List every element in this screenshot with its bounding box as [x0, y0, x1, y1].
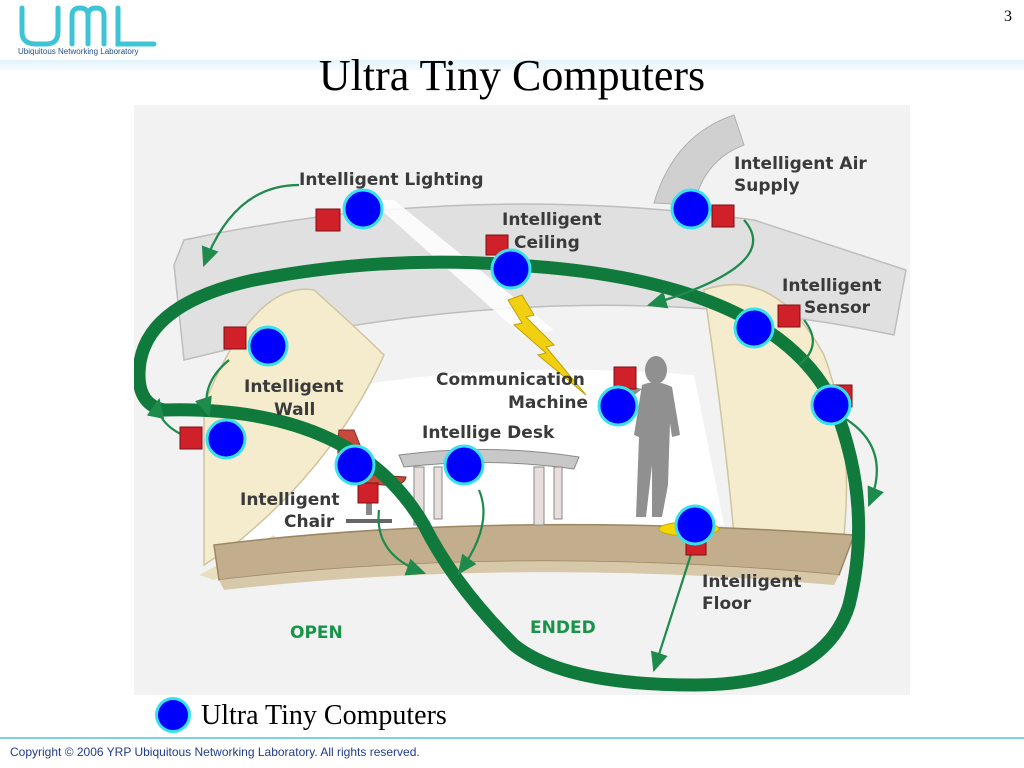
- slide-title: Ultra Tiny Computers: [318, 51, 706, 100]
- computer-dot-lighting: [342, 188, 384, 230]
- label-chair-line1: Intelligent: [240, 490, 340, 510]
- label-chair-line2: Chair: [284, 512, 335, 532]
- page-number: 3: [1004, 8, 1012, 25]
- logo-subtitle: Ubiquitous Networking Laboratory: [18, 47, 139, 56]
- lightning-bolt: [507, 294, 587, 396]
- label-sensor-line2: Sensor: [804, 298, 871, 318]
- copyright-text: Copyright © 2006 YRP Ubiquitous Networki…: [10, 745, 420, 759]
- computer-dot-ceiling: [490, 248, 532, 290]
- legend-label: Ultra Tiny Computers: [201, 700, 447, 731]
- label-ceiling-line1: Intelligent: [502, 210, 602, 230]
- label-communication-line2: Machine: [508, 393, 588, 413]
- label-wall-line2: Wall: [274, 400, 315, 420]
- person-silhouette: [612, 356, 680, 517]
- computer-dot-desk: [443, 444, 485, 486]
- computer-dot-air-supply: [670, 188, 712, 230]
- label-desk: Intellige Desk: [422, 423, 555, 443]
- label-ended: ENDED: [530, 618, 596, 638]
- computer-dot-sensor: [733, 307, 775, 349]
- computer-markers: [205, 188, 852, 546]
- label-wall-line1: Intelligent: [244, 377, 344, 397]
- smart-room-diagram: Intelligent Lighting Intelligent Air Sup…: [134, 105, 910, 695]
- connection-arrows: [146, 183, 884, 673]
- footer-divider: [0, 737, 1024, 739]
- label-ceiling-line2: Ceiling: [514, 233, 580, 253]
- computer-dot-right-wall: [810, 384, 852, 426]
- label-air-supply-line1: Intelligent Air: [734, 154, 867, 174]
- label-open: OPEN: [290, 623, 343, 643]
- uml-logo: [19, 5, 157, 47]
- air-duct: [653, 114, 745, 206]
- label-intelligent-lighting: Intelligent Lighting: [299, 170, 484, 190]
- label-air-supply-line2: Supply: [734, 176, 800, 196]
- label-floor-line1: Intelligent: [702, 572, 802, 592]
- label-communication-line1: Communication: [436, 370, 585, 390]
- computer-dot-floor: [674, 504, 716, 546]
- computer-dot-chair: [334, 444, 376, 486]
- computer-dot-wall: [247, 325, 289, 367]
- computer-dot-wall-lower: [205, 418, 247, 460]
- floor-edge: [219, 561, 839, 590]
- label-floor-line2: Floor: [702, 594, 752, 614]
- legend-computer-dot: [155, 697, 191, 733]
- label-sensor-line1: Intelligent: [782, 276, 882, 296]
- header-band: [0, 60, 1024, 70]
- computer-dot-communication: [597, 385, 639, 427]
- network-loop: [134, 255, 866, 692]
